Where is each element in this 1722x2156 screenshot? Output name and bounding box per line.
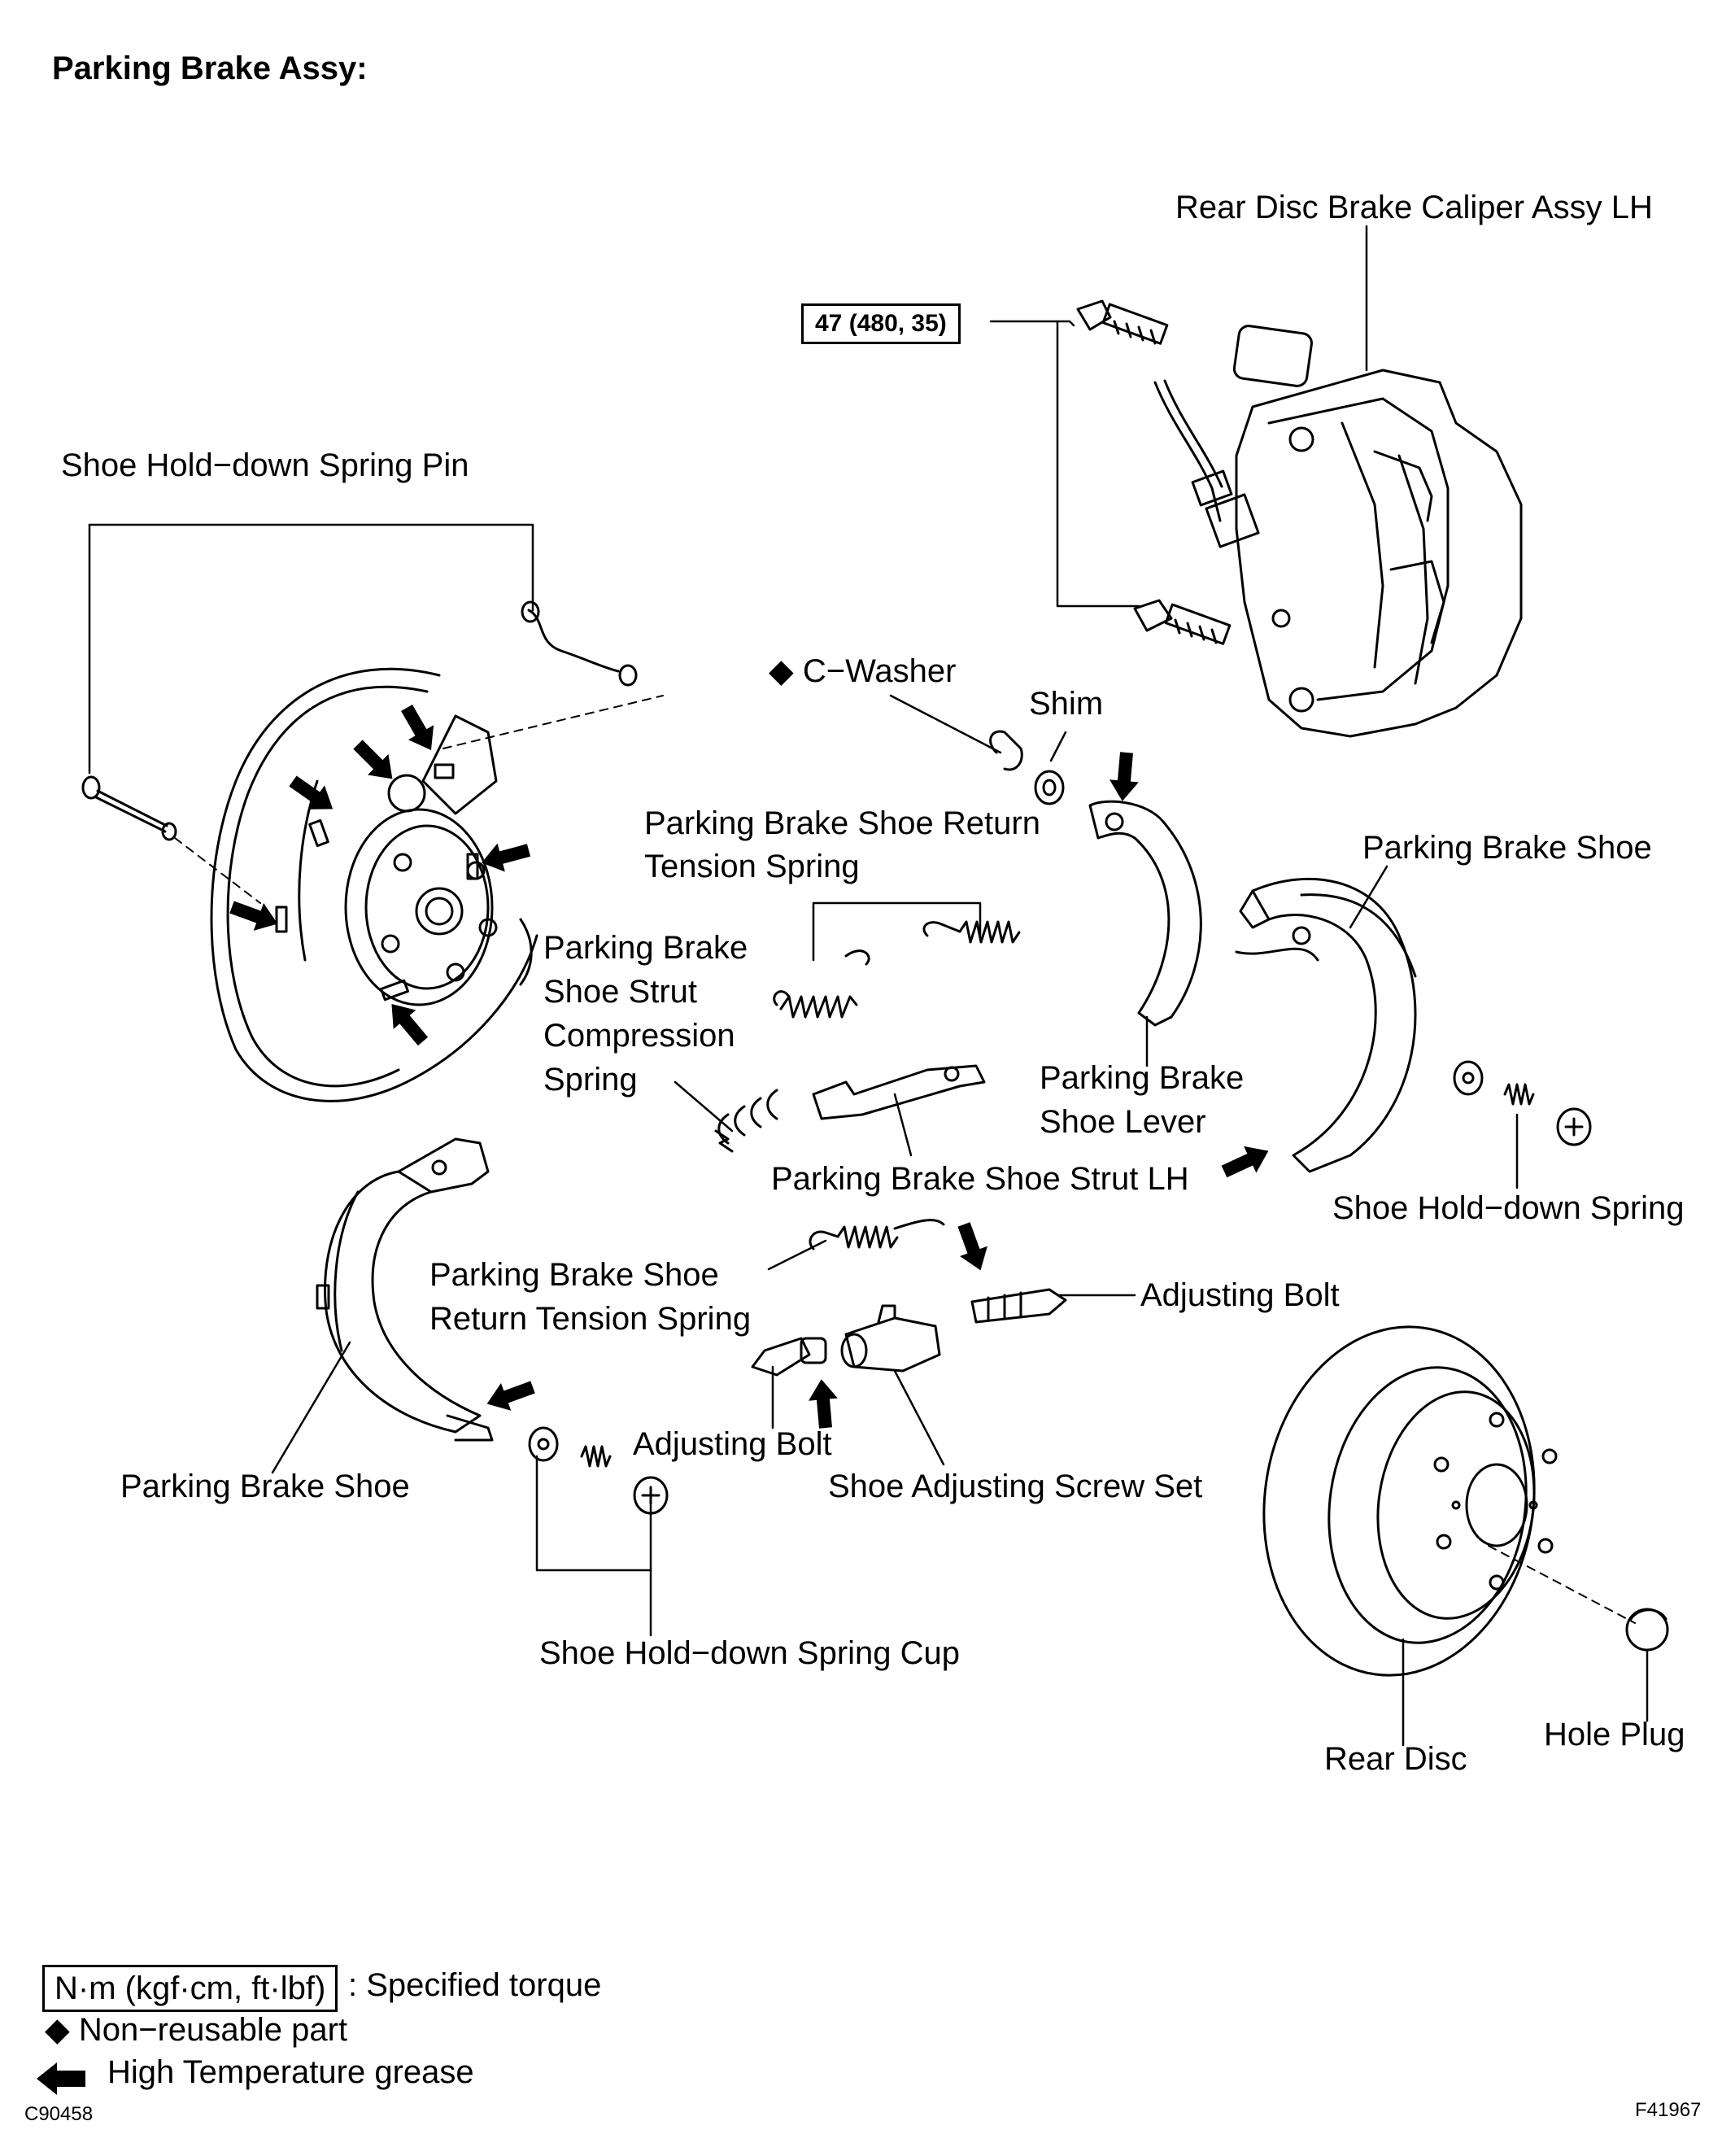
label-shoe-right: Parking Brake Shoe (1362, 830, 1652, 866)
label-caliper: Rear Disc Brake Caliper Assy LH (1175, 190, 1653, 225)
label-lever-2: Shoe Lever (1040, 1104, 1206, 1140)
hold-down-spring-right (1453, 1060, 1592, 1146)
figure-code-left: C90458 (24, 2103, 94, 2125)
legend-torque-desc: : Specified torque (348, 1967, 602, 2003)
grease-arrow-icon (1109, 752, 1139, 801)
legend-torque-unit: N·m (kgf·cm, ft·lbf) (42, 1965, 338, 2012)
grease-arrow-icon (353, 740, 393, 779)
grease-arrow-icon (229, 901, 278, 931)
grease-arrow-legend-icon (37, 2062, 85, 2095)
label-rear-disc: Rear Disc (1324, 1741, 1467, 1777)
label-return-spring-top-2: Tension Spring (644, 849, 860, 884)
parking-brake-shoe-right (1235, 877, 1417, 1173)
label-strut-spring-3: Compression (543, 1018, 735, 1054)
grease-arrow-icon (957, 1222, 987, 1271)
grease-arrow-icon (401, 705, 434, 750)
hold-down-spring-left (528, 1426, 669, 1515)
label-shim: Shim (1029, 686, 1104, 722)
grease-arrows (37, 705, 1269, 2095)
parking-brake-shoe-left (316, 1137, 494, 1442)
parking-brake-shoe-strut (812, 1064, 986, 1120)
c-washer-and-shim (989, 730, 1065, 805)
label-shoe-left: Parking Brake Shoe (120, 1469, 410, 1504)
label-c-washer: ◆ C−Washer (769, 653, 957, 689)
return-tension-springs (773, 920, 1021, 1250)
figure-code-right: F41967 (1635, 2099, 1702, 2121)
grease-arrow-icon (391, 1004, 429, 1046)
grease-arrow-icon (482, 843, 531, 872)
strut-compression-spring (714, 1089, 778, 1153)
label-strut-spring-1: Parking Brake (543, 930, 748, 966)
label-strut-spring-2: Shoe Strut (543, 974, 698, 1010)
grease-arrow-icon (1221, 1146, 1269, 1178)
caliper-drawing (1153, 325, 1523, 738)
hole-plug-drawing (1625, 1608, 1669, 1652)
label-hold-down-spring: Shoe Hold−down Spring (1332, 1190, 1685, 1226)
backing-plate-drawing (210, 667, 538, 1102)
label-return-spring-top-1: Parking Brake Shoe Return (644, 805, 1040, 841)
legend-nonreusable: ◆ Non−reusable part (45, 2012, 348, 2048)
rear-disc-drawing (1262, 1325, 1558, 1677)
label-adjusting-bolt-left: Adjusting Bolt (633, 1426, 832, 1462)
adjuster-parts (751, 1288, 1067, 1377)
torque-spec-box: 47 (480, 35) (801, 303, 961, 344)
label-adjusting-bolt-right: Adjusting Bolt (1140, 1277, 1340, 1313)
label-lever-1: Parking Brake (1040, 1060, 1245, 1096)
grease-arrow-icon (289, 775, 334, 810)
assembly-dashed-lines (174, 695, 1636, 1624)
label-strut-lh: Parking Brake Shoe Strut LH (771, 1161, 1189, 1197)
label-hole-plug: Hole Plug (1544, 1717, 1685, 1752)
label-hold-down-spring-pin: Shoe Hold−down Spring Pin (61, 447, 469, 483)
label-spring-cup: Shoe Hold−down Spring Cup (539, 1635, 961, 1671)
label-screw-set: Shoe Adjusting Screw Set (828, 1469, 1203, 1504)
page-title: Parking Brake Assy: (52, 50, 368, 86)
caliper-bolts (1076, 299, 1232, 645)
label-return-spring-bottom-1: Parking Brake Shoe (429, 1257, 719, 1293)
grease-arrow-icon (809, 1379, 838, 1429)
hold-down-spring-pin-drawings (81, 600, 638, 841)
label-return-spring-bottom-2: Return Tension Spring (429, 1301, 752, 1337)
legend-grease: High Temperature grease (107, 2054, 474, 2090)
label-strut-spring-4: Spring (543, 1062, 638, 1098)
grease-arrow-icon (486, 1381, 535, 1411)
parking-brake-shoe-lever (1088, 800, 1202, 1027)
